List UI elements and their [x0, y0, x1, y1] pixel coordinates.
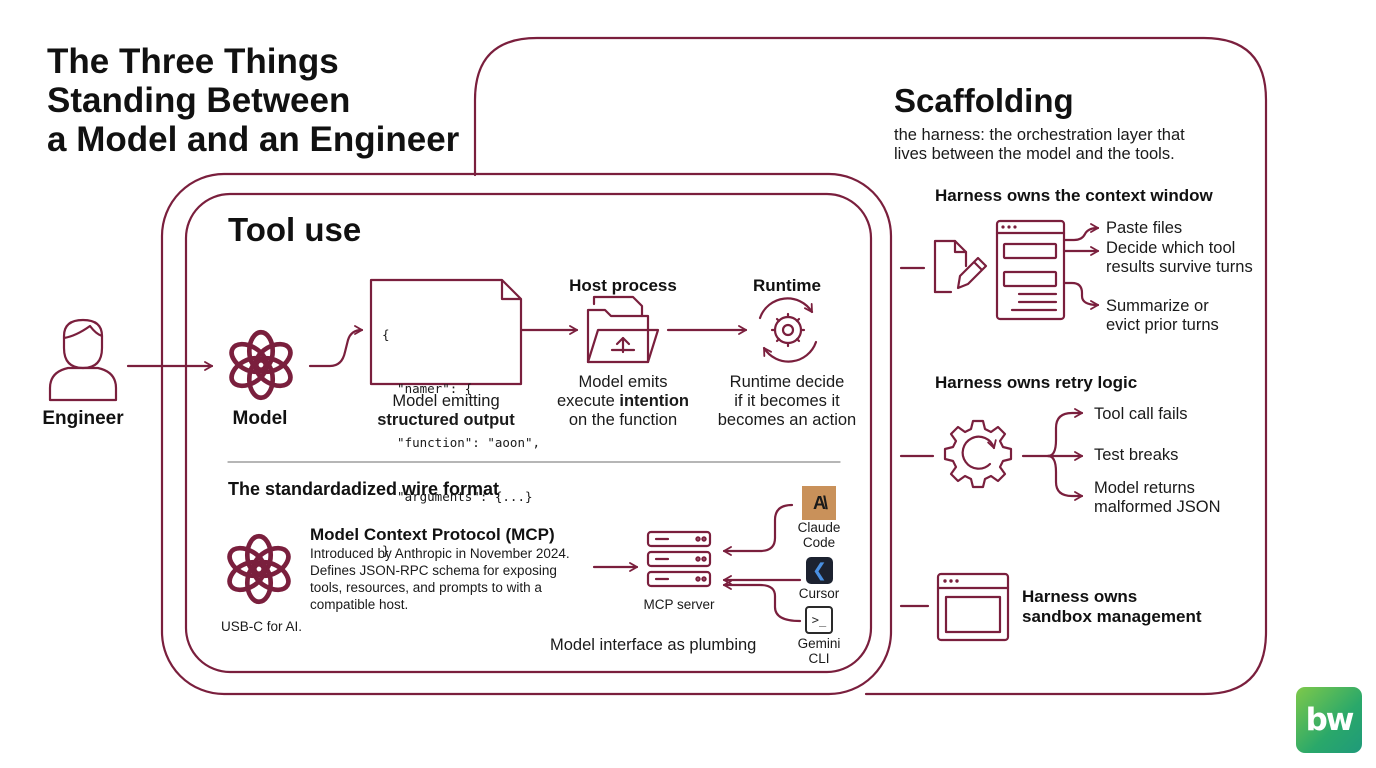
claude-code-label: Claude Code: [779, 520, 859, 550]
scaffolding-frame: [473, 36, 1268, 696]
context-item-decide-tool: Decide which tool results survive turns: [1106, 239, 1253, 277]
claude-label-line-1: Claude: [797, 520, 841, 535]
engineer-icon: [48, 318, 118, 402]
model-emitting-line-2: structured output: [377, 411, 515, 429]
gemini-label-line-2: CLI: [808, 651, 830, 666]
context-item-decide-line-2: results survive turns: [1106, 258, 1253, 276]
tool-use-outer-frame: [160, 172, 893, 696]
model-logo-icon: [229, 329, 293, 401]
runtime-line-3: becomes an action: [717, 411, 857, 429]
mcp-desc-line-3: tools, resources, and prompts to with a: [310, 580, 542, 595]
tool-use-heading: Tool use: [228, 211, 362, 248]
arrow-paste-files: [1062, 223, 1100, 242]
json-snippet: { "namer": { "function": "aoon", "argume…: [382, 290, 540, 578]
host-process-caption: Model emits execute intention on the fun…: [538, 373, 708, 430]
runtime-heading: Runtime: [753, 276, 821, 295]
host-line-1: Model emits: [578, 373, 668, 391]
context-window-heading: Harness owns the context window: [935, 186, 1213, 205]
json-line-5: }: [382, 543, 390, 558]
context-window-icon: [995, 219, 1066, 321]
retry-item-tool-call-fails: Tool call fails: [1094, 405, 1188, 423]
scaffolding-subtitle: the harness: the orchestration layer tha…: [894, 126, 1185, 164]
retry-item-malformed-line-2: malformed JSON: [1094, 498, 1221, 516]
context-item-decide-line-1: Decide which tool: [1106, 239, 1236, 257]
arrow-claude-to-server: [722, 503, 794, 556]
host-process-heading: Host process: [569, 276, 677, 295]
mcp-desc-line-4: compatible host.: [310, 597, 409, 612]
json-document-icon: [369, 278, 523, 386]
sandbox-heading-line-2: sandbox management: [1022, 607, 1202, 626]
scaffolding-subtitle-line-2: lives between the model and the tools.: [894, 145, 1175, 163]
model-label: Model: [232, 408, 288, 429]
context-item-summarize: Summarize or evict prior turns: [1106, 297, 1219, 335]
retry-logic-heading: Harness owns retry logic: [935, 373, 1138, 392]
json-line-2: "namer": {: [382, 381, 473, 396]
retry-gear-icon: [943, 419, 1013, 489]
retry-item-malformed-line-1: Model returns: [1094, 479, 1195, 497]
context-item-summarize-line-1: Summarize or: [1106, 297, 1209, 315]
usb-c-label: USB-C for AI.: [221, 619, 303, 634]
scaffolding-heading: Scaffolding: [894, 82, 1074, 119]
sandbox-heading-line-1: Harness owns: [1022, 587, 1138, 606]
scaffolding-subtitle-line-1: the harness: the orchestration layer tha…: [894, 126, 1185, 144]
arrow-summarize: [1062, 281, 1100, 310]
tool-use-inner-frame: [184, 192, 873, 674]
cursor-logo-icon: ❮: [806, 557, 833, 584]
folder-icon: [586, 295, 660, 364]
mcp-heading: Model Context Protocol (MCP): [310, 525, 555, 544]
host-line-2: execute intention: [538, 392, 708, 411]
json-line-4: "arguments": {...}: [382, 489, 533, 504]
plumbing-caption: Model interface as plumbing: [550, 636, 757, 654]
gemini-label-line-1: Gemini: [797, 636, 841, 651]
arrow-tool-call-fails: [1046, 408, 1084, 458]
mcp-desc-line-1: Introduced by Anthropic in November 2024…: [310, 546, 570, 561]
runtime-gear-icon: [758, 297, 818, 363]
mcp-desc-line-2: Defines JSON-RPC schema for exposing: [310, 563, 557, 578]
brand-logo: bw: [1296, 687, 1362, 753]
cursor-label: Cursor: [798, 586, 840, 601]
runtime-caption: Runtime decide if it becomes it becomes …: [697, 373, 877, 430]
terminal-icon: >_: [805, 606, 833, 634]
wire-format-heading: The standardadized wire format: [228, 479, 500, 499]
json-line-1: {: [382, 327, 390, 342]
mcp-model-logo-icon: [227, 533, 291, 605]
model-emitting-caption: Model emitting structured output: [346, 392, 546, 430]
sandbox-heading: Harness owns sandbox management: [1022, 587, 1202, 627]
sandbox-window-icon: [936, 572, 1010, 642]
host-line-3: on the function: [568, 411, 678, 429]
arrow-malformed-json: [1046, 454, 1084, 501]
page-title: The Three Things Standing Between a Mode…: [47, 42, 459, 159]
server-rack-icon: [646, 530, 712, 588]
arrow-model-to-output: [308, 325, 364, 368]
host-line-2-pre: execute: [556, 392, 620, 410]
model-emitting-line-1: Model emitting: [392, 392, 500, 410]
claude-label-line-2: Code: [802, 535, 836, 550]
runtime-line-2: if it becomes it: [734, 392, 840, 410]
engineer-label: Engineer: [42, 408, 124, 429]
mcp-server-label: MCP server: [643, 597, 715, 612]
json-line-3: "function": "aoon",: [382, 435, 541, 450]
host-line-2-bold: intention: [619, 392, 690, 410]
retry-item-malformed-json: Model returns malformed JSON: [1094, 479, 1221, 517]
title-line-1: The Three Things: [47, 42, 339, 81]
arrow-gemini-to-server: [722, 580, 802, 623]
context-item-paste-files: Paste files: [1106, 219, 1183, 237]
runtime-line-1: Runtime decide: [729, 373, 845, 391]
context-item-summarize-line-2: evict prior turns: [1106, 316, 1219, 334]
title-line-3: a Model and an Engineer: [47, 120, 460, 159]
mcp-description: Introduced by Anthropic in November 2024…: [310, 545, 570, 613]
retry-item-test-breaks: Test breaks: [1094, 446, 1179, 464]
gemini-cli-label: Gemini CLI: [779, 636, 859, 666]
title-line-2: Standing Between: [47, 81, 351, 120]
claude-logo-icon: A\: [802, 486, 836, 520]
document-edit-icon: [933, 239, 988, 294]
